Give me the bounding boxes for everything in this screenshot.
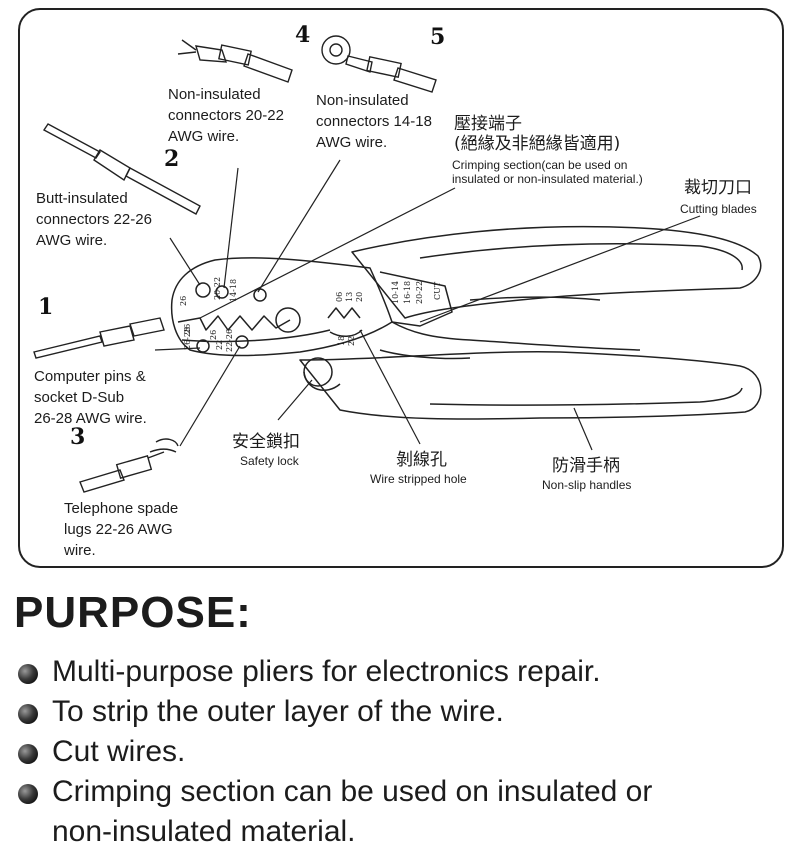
butt-connector-2: [42, 123, 201, 215]
mark-20-22: 20-22: [213, 277, 222, 300]
label-cutting-en: Cutting blades: [680, 202, 757, 216]
label-safety-lock-zh: 安全鎖扣: [232, 432, 300, 452]
diagram-frame: [18, 8, 784, 568]
mark-26b: 26: [183, 324, 192, 334]
mark-26-top: 26: [179, 296, 188, 306]
label-handles-en: Non-slip handles: [542, 478, 632, 492]
callout-number-3: 3: [70, 424, 86, 450]
mark-18: 18: [337, 336, 346, 346]
label-connector-5: Non-insulated connectors 14-18 AWG wire.: [316, 92, 432, 151]
purpose-item: To strip the outer layer of the wire.: [14, 692, 794, 732]
purpose-item: Cut wires.: [14, 732, 794, 772]
purpose-item-text: Crimping section can be used on insulate…: [52, 775, 653, 848]
label-handles-zh: 防滑手柄: [552, 456, 620, 476]
mark-26-28: 26-28: [183, 327, 192, 350]
mark-14-18: 14-18: [229, 279, 238, 302]
mark-cut: CUT: [433, 281, 442, 300]
fork-terminal-4: [177, 39, 293, 83]
callout-number-4: 4: [295, 22, 311, 48]
mark-16-18: 16-18: [403, 281, 412, 304]
label-crimping-en: Crimping section(can be used on insulate…: [452, 158, 643, 186]
ring-terminal-5: [321, 35, 437, 93]
purpose-item-text: Multi-purpose pliers for electronics rep…: [52, 655, 601, 688]
computer-pin-1: [33, 317, 165, 359]
label-connector-4: Non-insulated connectors 20-22 AWG wire.: [168, 86, 284, 145]
bullet-icon: [18, 784, 38, 804]
mark-20: 20: [355, 292, 364, 302]
purpose-item-text: Cut wires.: [52, 735, 186, 768]
mark-13: 13: [345, 292, 354, 302]
spade-lug-3: [79, 438, 179, 493]
pivot-screw: [275, 307, 301, 333]
mark-22-26: 22-26: [225, 329, 234, 352]
pliers-diagram: 26 20-22 14-18 26 26-28 22 22-26 26 06 1…: [33, 35, 762, 493]
label-wire-hole-en: Wire stripped hole: [370, 472, 467, 486]
label-cutting-zh: 裁切刀口: [684, 178, 752, 198]
callout-number-2: 2: [164, 146, 180, 172]
pliers-head: [170, 257, 393, 357]
bullet-icon: [18, 704, 38, 724]
bullet-icon: [18, 664, 38, 684]
callout-number-1: 1: [38, 294, 54, 320]
label-connector-3: Telephone spade lugs 22-26 AWG wire.: [64, 500, 179, 559]
callout-number-5: 5: [430, 24, 446, 50]
mark-22: 22: [215, 340, 224, 350]
mark-20-22-cut: 20-22: [415, 281, 424, 304]
label-safety-lock-en: Safety lock: [240, 454, 299, 468]
purpose-item: Crimping section can be used on insulate…: [14, 772, 794, 852]
mark-10-14: 10-14: [391, 281, 400, 304]
bullet-icon: [18, 744, 38, 764]
label-crimping-zh: 壓接端子 (絕緣及非絕緣皆適用): [454, 114, 621, 154]
purpose-item: Multi-purpose pliers for electronics rep…: [14, 652, 794, 692]
label-wire-hole-zh: 剝線孔: [396, 450, 447, 470]
lower-handle: [299, 351, 762, 420]
label-connector-1: Computer pins & socket D-Sub 26-28 AWG w…: [34, 368, 147, 427]
purpose-item-text: To strip the outer layer of the wire.: [52, 695, 504, 728]
mark-06: 06: [335, 292, 344, 302]
purpose-heading: PURPOSE:: [14, 588, 252, 637]
mark-22s: 22: [347, 336, 356, 346]
upper-handle: [351, 225, 762, 319]
label-connector-2: Butt-insulated connectors 22-26 AWG wire…: [36, 190, 152, 249]
mark-26c: 26: [209, 330, 218, 340]
purpose-list: Multi-purpose pliers for electronics rep…: [14, 652, 794, 852]
